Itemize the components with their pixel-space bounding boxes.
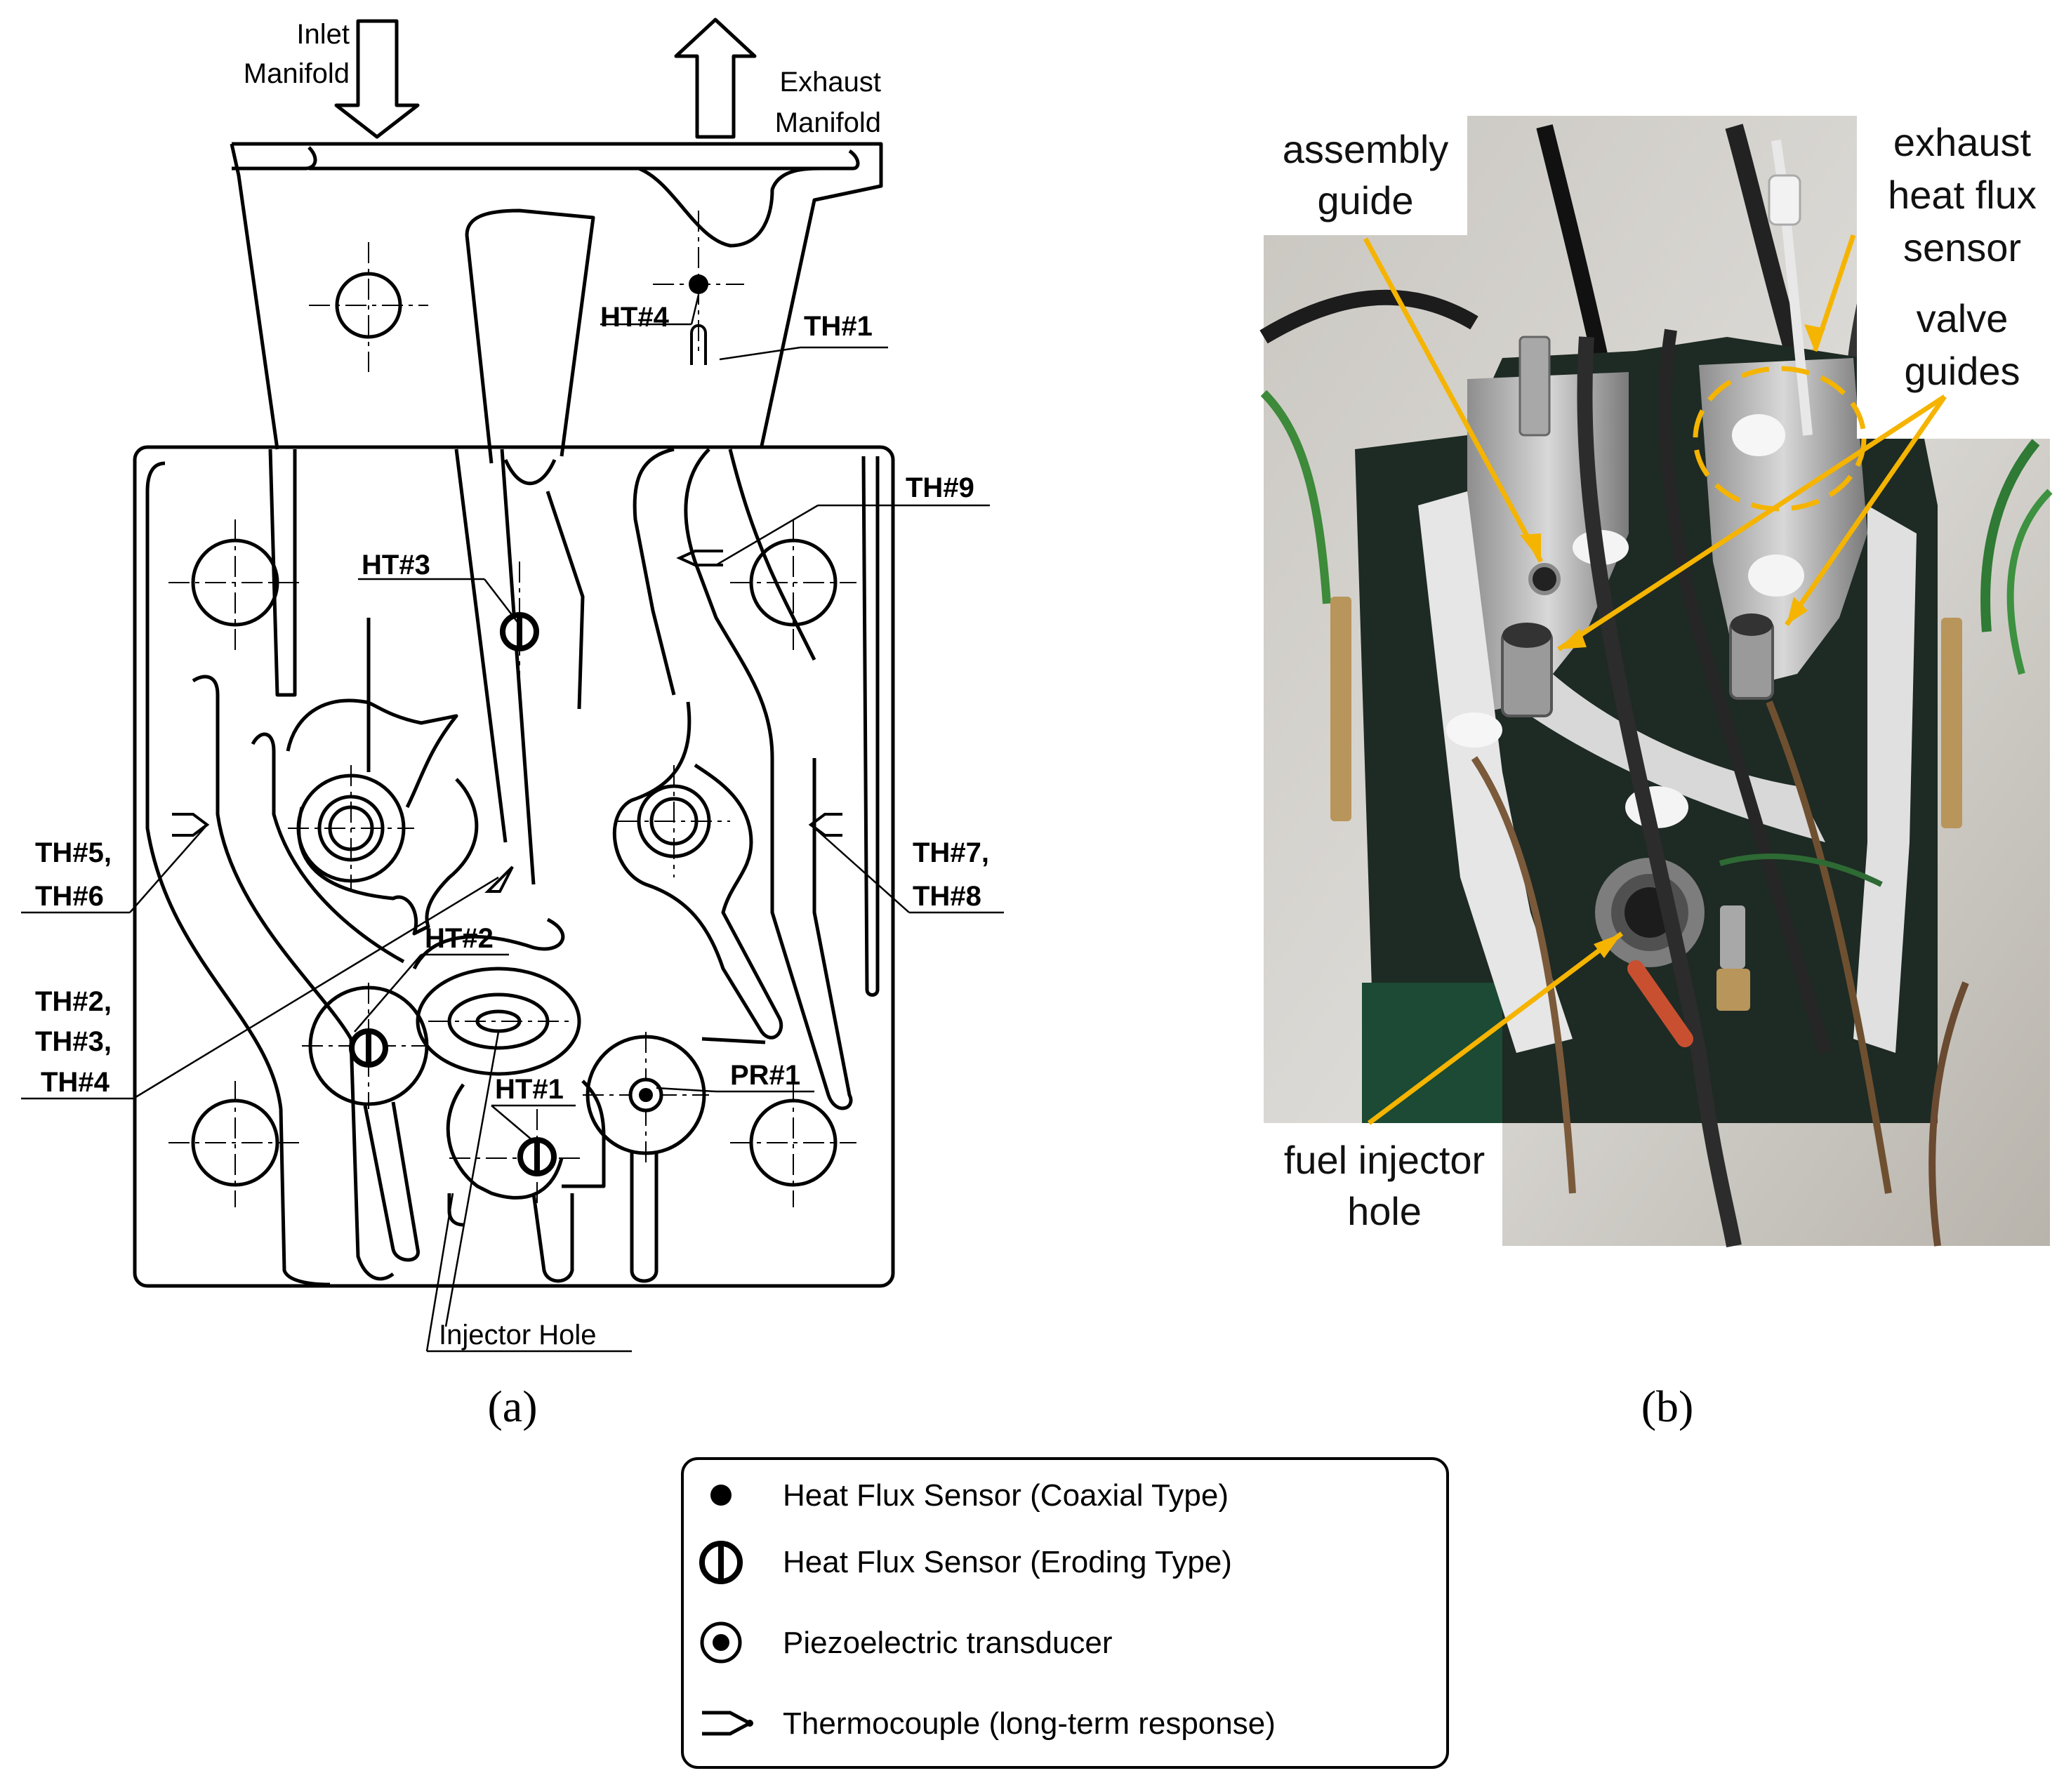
th234-label-line3: TH#4 (41, 1067, 110, 1098)
th56-label-line2: TH#6 (35, 881, 104, 912)
legend-item-piezo: Piezoelectric transducer (783, 1626, 1113, 1660)
ht4-label: HT#4 (600, 302, 670, 333)
exhaust-port-curve (638, 166, 822, 248)
centerlines (168, 211, 856, 1207)
exhaust-sensor-label-line3: sensor (1903, 225, 2021, 270)
panel-b-labels: assembly guide exhaust heat flux sensor … (1283, 120, 2037, 1431)
th56-thermocouple-icon (172, 813, 210, 837)
th234-label-line2: TH#3, (35, 1026, 112, 1057)
valve-guides-label-line1: valve (1917, 296, 2009, 340)
panel-a-leaders (21, 294, 1004, 1353)
ht3-label: HT#3 (362, 550, 430, 580)
legend-item-thermocouple: Thermocouple (long-term response) (783, 1706, 1276, 1741)
th234-label-line1: TH#2, (35, 986, 112, 1017)
th1-thermocouple-icon (690, 324, 707, 365)
th1-label: TH#1 (804, 311, 873, 342)
panel-a-caption: (a) (487, 1381, 537, 1431)
assembly-guide-label-line2: guide (1317, 178, 1413, 223)
exhaust-label-line1: Exhaust (779, 67, 881, 98)
lower-block-outline (133, 445, 895, 1288)
exhaust-sensor-label-line2: heat flux (1888, 173, 2037, 217)
panel-a-drawing (133, 18, 895, 1288)
ht2-eroding-sensor-icon (349, 1028, 388, 1068)
exhaust-sensor-label-line1: exhaust (1893, 120, 2032, 164)
fuel-injector-label-line2: hole (1347, 1189, 1422, 1233)
panel-b-annotations (1363, 234, 1947, 1125)
injector-hole-label: Injector Hole (439, 1320, 597, 1350)
legend-item-eroding: Heat Flux Sensor (Eroding Type) (783, 1545, 1232, 1579)
th234-thermocouple-icon (484, 865, 514, 893)
panel-b-photo (1259, 116, 2053, 1247)
assembly-guide-label-line1: assembly (1283, 127, 1449, 171)
exhaust-arrow (674, 18, 757, 139)
sensor-symbols (172, 274, 842, 1176)
ht1-eroding-sensor-icon (517, 1137, 557, 1176)
piezo-transducer-icon (700, 1621, 742, 1664)
th78-label-line2: TH#8 (913, 881, 981, 912)
exhaust-label-line2: Manifold (775, 107, 881, 138)
ht2-label: HT#2 (425, 923, 494, 954)
th9-label: TH#9 (906, 472, 974, 503)
ht4-coaxial-dot-icon (689, 274, 708, 294)
inlet-label-line1: Inlet (296, 19, 350, 50)
eroding-sensor-icon (699, 1541, 743, 1584)
ht3-eroding-sensor-icon (500, 612, 539, 651)
panel-b-arrowheads (1520, 324, 1825, 958)
inlet-arrow (334, 19, 420, 139)
th9-thermocouple-icon (676, 550, 723, 566)
pr1-piezo-transducer-icon (628, 1077, 663, 1113)
legend-item-coaxial: Heat Flux Sensor (Coaxial Type) (783, 1478, 1229, 1513)
inlet-label-line2: Manifold (244, 58, 350, 89)
upper-head-outline (230, 142, 883, 450)
th56-label-line1: TH#5, (35, 837, 112, 868)
ht1-label: HT#1 (495, 1074, 564, 1105)
legend: Heat Flux Sensor (Coaxial Type) Heat Flu… (681, 1457, 1449, 1769)
pr1-label: PR#1 (730, 1060, 800, 1091)
fuel-injector-label-line1: fuel injector (1284, 1138, 1485, 1182)
panel-a-labels: Inlet Manifold Exhaust Manifold HT#4 TH#… (35, 19, 989, 1431)
th78-label-line1: TH#7, (913, 837, 989, 868)
filled-dot-icon (710, 1485, 732, 1506)
valve-guides-label-line2: guides (1904, 349, 2020, 393)
legend-box (681, 1457, 1449, 1769)
panel-b-caption: (b) (1641, 1381, 1694, 1431)
